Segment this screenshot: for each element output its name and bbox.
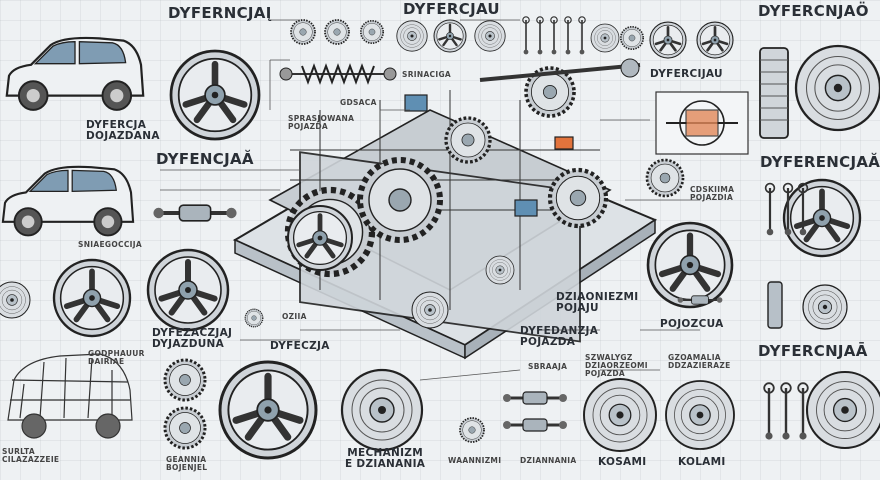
left-mid-label: DYFEZACZJAJ DYJAZDUNA — [152, 327, 233, 351]
dziannania-label: DZIANNANIA — [520, 456, 577, 465]
bottom-small-label-1: SZWALYGZ DZIAORZEOMI POJAZDA — [585, 353, 648, 378]
mechanizm-label: MECHANIZM E DZIANANIA — [345, 447, 426, 471]
pojazd-label: DZIAONIEZMI POJAJU — [556, 291, 639, 315]
right-small-label: CDSKIIMA POJAZDIA — [690, 185, 735, 202]
mid-small-label-1: GDSACA — [340, 98, 377, 107]
right-column-parts — [759, 47, 809, 441]
shaft-illustrations — [151, 63, 724, 433]
pojazd-right-label: POJOZCUA — [660, 318, 724, 330]
bottom-left-small-label: GEANNIA BOJENJEL — [166, 455, 208, 472]
right-title-1: DYFERCIJAU — [650, 68, 723, 80]
kosami-label: KOSAMI — [598, 456, 647, 468]
bottom-small-label-3: SBRAAJA — [528, 362, 568, 371]
differential-inset-diagram — [655, 91, 749, 155]
left-mid-title: DYFENCJAĂ — [156, 150, 254, 168]
right-lower-title: DYFERCNJAĀ — [758, 342, 868, 360]
leader-lines — [160, 19, 700, 381]
title-top-center: DYFERCJAU — [403, 0, 500, 18]
wannizmi-label: WAANNIZMI — [448, 456, 502, 465]
car-frame-illustration — [7, 353, 133, 439]
car-label-4: SURLTA CILAZAZZEIE — [2, 447, 60, 464]
right-mid-title: DYFERENCJAĂĂ — [760, 153, 880, 171]
car-label-1: DYFERCJA DOJAZDANA — [86, 119, 160, 143]
oziia-label: OZIIA — [282, 312, 307, 321]
differential-assembly — [232, 58, 658, 360]
title-top-left: DYFERNCJAĮ — [168, 4, 272, 22]
title-top-right: DYFERCNJAÖ — [758, 2, 869, 20]
kolami-label: KOLAMI — [678, 456, 726, 468]
car-label-3: GODPHAUUR DAIRIAE — [88, 349, 145, 366]
car-illustration-2 — [1, 165, 135, 237]
center-label-2: DYFEDANZJA POJAZDA — [520, 325, 599, 349]
center-label: DYFECZJA — [270, 340, 330, 352]
bottom-small-label-2: GZOAMALIA DDZAZIERAZE — [668, 353, 731, 370]
small-parts-top-row — [290, 15, 735, 60]
car-label-2: SNIAEGOCCIJA — [78, 240, 142, 249]
mid-small-label-2: SPRASJOWANA POJAZDA — [288, 114, 355, 131]
car-illustration-1 — [5, 36, 145, 112]
spring-label: SRINACIGA — [402, 70, 452, 79]
